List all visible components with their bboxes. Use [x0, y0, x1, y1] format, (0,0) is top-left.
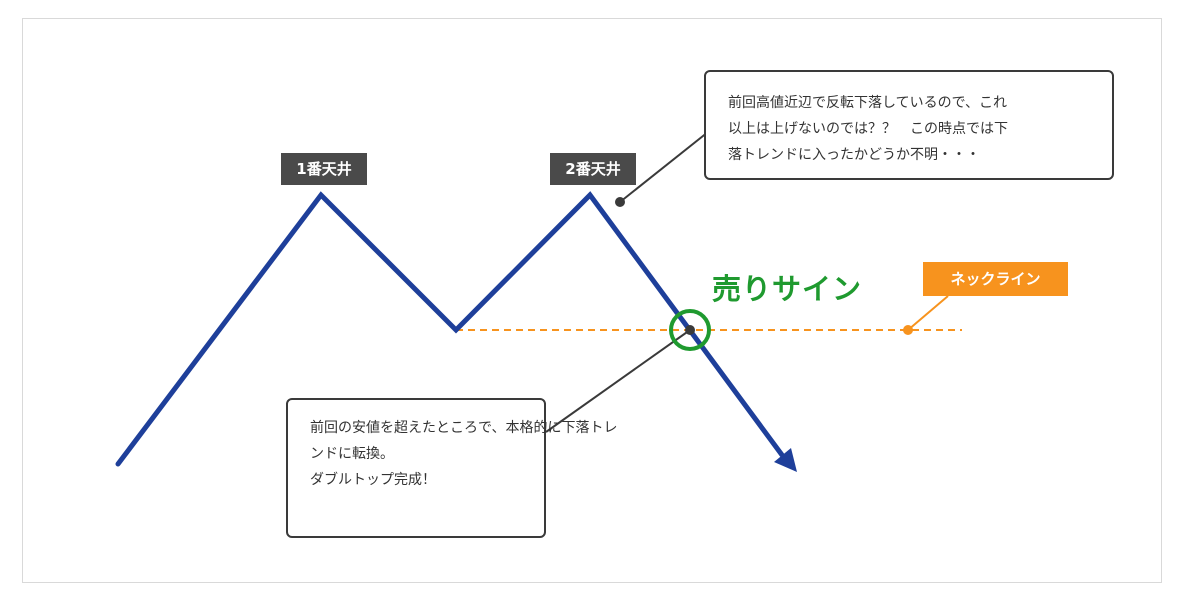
price-line — [115, 191, 785, 467]
first-top-label: 1番天井 — [281, 153, 367, 185]
top-callout-line: 以上は上げないのでは？？ この時点では下 — [728, 121, 1008, 137]
bottom-callout-connector — [545, 329, 691, 433]
bottom-callout-box: 前回の安値を超えたところで、本格的に下落トレ ンドに転換。 ダブルトップ完成！ — [286, 398, 618, 538]
top-callout-line: 落トレンドに入ったかどうか不明・・・ — [728, 147, 980, 163]
bottom-callout-line: ダブルトップ完成！ — [310, 472, 436, 488]
sell-signal-circle — [669, 309, 711, 351]
sell-signal-label: 売りサイン — [712, 272, 863, 306]
top-callout-anchor-dot — [615, 197, 625, 207]
bottom-callout-line: ンドに転換。 — [310, 446, 394, 462]
neckline-label: ネックライン — [923, 262, 1068, 296]
neckline-label-connector — [907, 295, 949, 331]
second-top-label: 2番天井 — [550, 153, 636, 185]
price-arrow-head — [774, 448, 797, 472]
bottom-callout-line: 前回の安値を超えたところで、本格的に下落トレ — [310, 420, 618, 436]
sell-signal-dot — [685, 325, 695, 335]
top-callout-connector — [619, 131, 709, 203]
neckline-anchor-dot — [903, 325, 913, 335]
top-callout-line: 前回高値近辺で反転下落しているので、これ — [728, 95, 1008, 111]
top-callout-box: 前回高値近辺で反転下落しているので、これ 以上は上げないのでは？？ この時点では… — [704, 70, 1114, 180]
